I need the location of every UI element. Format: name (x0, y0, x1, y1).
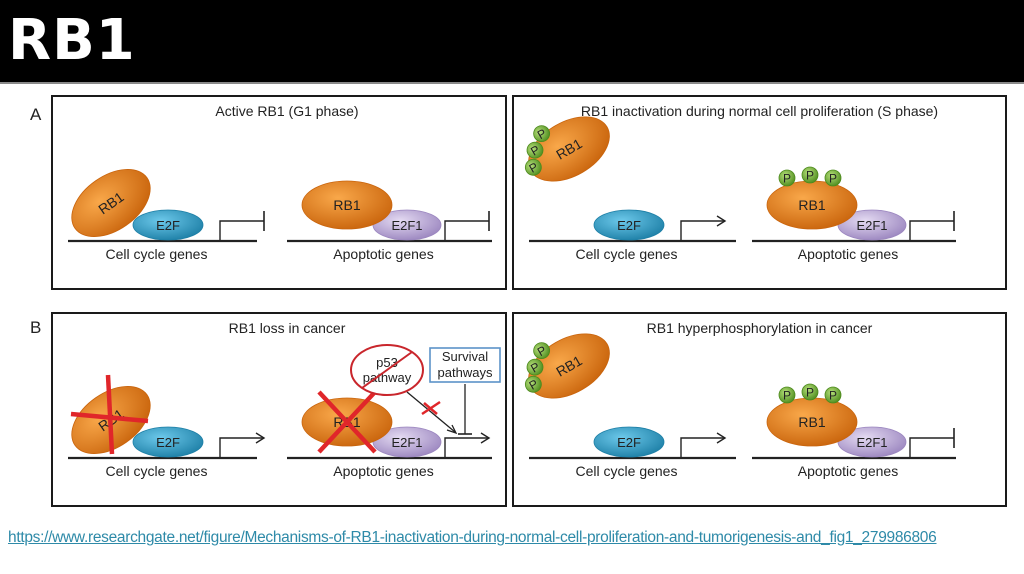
e2f-protein (132, 426, 204, 458)
survival-label: Survival (442, 349, 488, 364)
survival-pathways-node (429, 347, 501, 383)
factor-label: E2F1 (856, 435, 887, 450)
panel-title: RB1 loss in cancer (229, 320, 346, 336)
gene-label: Apoptotic genes (333, 463, 433, 479)
prohibited-slash-icon (361, 351, 413, 389)
phosphate-icon (778, 386, 796, 404)
factor-label: E2F1 (391, 435, 422, 450)
factor-label: E2F (617, 218, 641, 233)
phosphate-icon (533, 342, 551, 360)
survival-pathways-label: pathways (438, 365, 493, 380)
rb1-label: RB1 (333, 197, 360, 213)
factor-label: E2F1 (856, 218, 887, 233)
header-divider (0, 82, 1024, 84)
e2f-protein (132, 209, 204, 241)
panel-a-right: RB1 inactivation during normal cell prol… (512, 95, 1007, 290)
p53-label: p53 (376, 355, 398, 370)
promoter-line (909, 437, 954, 458)
panel-title: RB1 inactivation during normal cell prol… (581, 103, 938, 119)
panel-title: RB1 hyperphosphorylation in cancer (647, 320, 873, 336)
promoter-line (444, 437, 489, 458)
section-label-b: B (30, 318, 41, 337)
gene-label: Cell cycle genes (576, 246, 678, 262)
cross-mark-icon (317, 390, 377, 454)
arrow-right-icon (716, 215, 727, 227)
gene-label: Cell cycle genes (106, 463, 208, 479)
phosphate-icon (533, 125, 551, 143)
gene-label: Apoptotic genes (333, 246, 433, 262)
factor-label: E2F (617, 435, 641, 450)
phosphate-icon (824, 386, 842, 404)
phosphate-icon (824, 169, 842, 187)
rb1-group: RB1 (766, 180, 858, 230)
rb1-group: RB1 (301, 180, 393, 230)
gene-label: Apoptotic genes (798, 463, 898, 479)
promoter-line (219, 220, 264, 241)
source-caption: https://www.researchgate.net/figure/Mech… (8, 528, 1018, 548)
phosphate-label: P (806, 169, 814, 183)
phosphate-icon (526, 358, 544, 376)
slide-title: RB1 (8, 8, 136, 73)
panel-title: Active RB1 (G1 phase) (215, 103, 358, 119)
p53-arrow (406, 391, 456, 433)
promoter-line (444, 220, 489, 241)
factor-label: E2F1 (391, 218, 422, 233)
rb1-label: RB1 (798, 414, 825, 430)
arrow-right-icon (255, 432, 266, 444)
rb1-group: RB1 (71, 169, 151, 237)
phosphate-icon (801, 166, 819, 184)
gene-label: Cell cycle genes (576, 463, 678, 479)
slide-header: RB1 (0, 0, 1024, 82)
promoter-line (219, 437, 264, 458)
phosphate-label: P (783, 389, 791, 403)
rb1-group: RB1 (766, 397, 858, 447)
factor-label: E2F (156, 218, 180, 233)
phosphate-icon (524, 375, 542, 393)
phosphate-label: P (829, 172, 837, 186)
phosphate-label: P (829, 389, 837, 403)
promoter-line (680, 437, 725, 458)
rb1-protein (71, 169, 151, 237)
section-label-a: A (30, 105, 42, 124)
p53-pathway-label: pathway (363, 370, 412, 385)
promoter-line (680, 220, 725, 241)
e2f-protein (593, 209, 665, 241)
phosphate-label: P (783, 172, 791, 186)
rb1-protein (301, 180, 393, 230)
gene-label: Apoptotic genes (798, 246, 898, 262)
phosphate-icon (801, 383, 819, 401)
e2f-protein (593, 426, 665, 458)
blocked-mark-icon (421, 400, 441, 416)
arrow-head-icon (446, 424, 458, 435)
cross-mark-icon (105, 374, 115, 455)
factor-label: E2F (156, 435, 180, 450)
arrow-right-icon (480, 432, 491, 444)
arrow-right-icon (716, 432, 727, 444)
phosphate-icon (524, 158, 542, 176)
phosphate-icon (526, 141, 544, 159)
source-link[interactable]: https://www.researchgate.net/figure/Mech… (8, 529, 937, 546)
phosphate-icon (778, 169, 796, 187)
panel-a-left: Active RB1 (G1 phase) Cell cycle genes E2F… (51, 95, 507, 290)
gene-label: Cell cycle genes (106, 246, 208, 262)
phosphate-label: P (806, 386, 814, 400)
rb1-label: RB1 (798, 197, 825, 213)
promoter-line (909, 220, 954, 241)
